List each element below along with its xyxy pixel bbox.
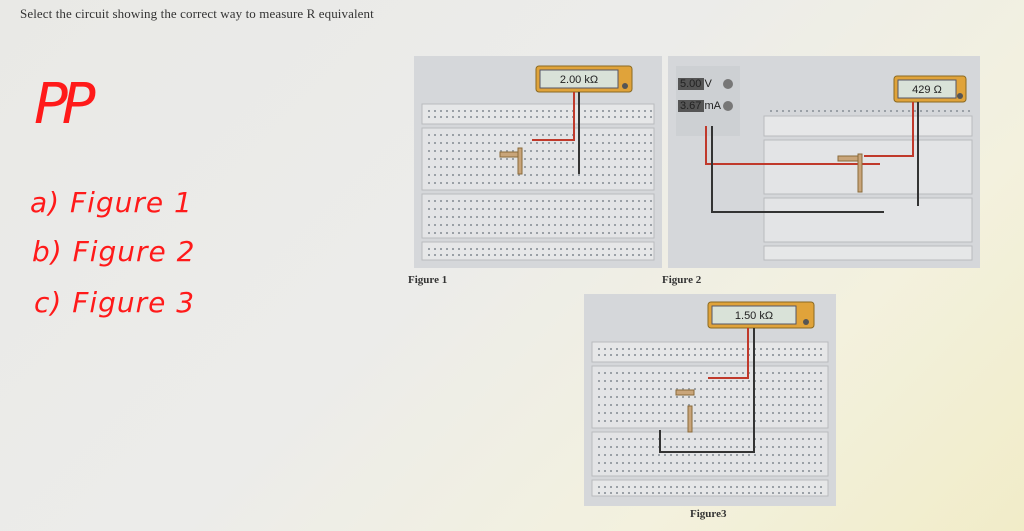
handwritten-option-c: c) Figure 3 [34, 286, 196, 319]
figure-2[interactable]: 5.00 V 3.67 mA 429 Ω Figure 2 [662, 56, 980, 286]
figure-3[interactable]: 1.50 kΩ Figure3 [584, 294, 836, 520]
figure-2-breadboard: 5.00 V 3.67 mA 429 Ω [668, 56, 980, 268]
figure-3-caption: Figure3 [690, 508, 727, 520]
question-text: Select the circuit showing the correct w… [20, 6, 374, 21]
figure-1-caption: Figure 1 [408, 274, 448, 286]
figure-2-caption: Figure 2 [662, 274, 702, 286]
figure-3-breadboard: 1.50 kΩ [584, 294, 836, 506]
figure-1-breadboard: 2.00 kΩ [414, 56, 662, 268]
handwritten-option-b: b) Figure 2 [32, 235, 196, 268]
figure-2-meter-reading: 429 Ω [912, 84, 942, 96]
handwritten-option-a: a) Figure 1 [30, 186, 193, 219]
supply-current-readout: 3.67 mA [680, 100, 722, 112]
figure-3-meter-reading: 1.50 kΩ [735, 310, 773, 322]
figure-1[interactable]: 2.00 kΩ Figure 1 [408, 56, 662, 286]
figure-1-meter-reading: 2.00 kΩ [560, 74, 598, 86]
supply-voltage-readout: 5.00 V [680, 78, 712, 90]
handwritten-pp: PP [34, 72, 95, 137]
